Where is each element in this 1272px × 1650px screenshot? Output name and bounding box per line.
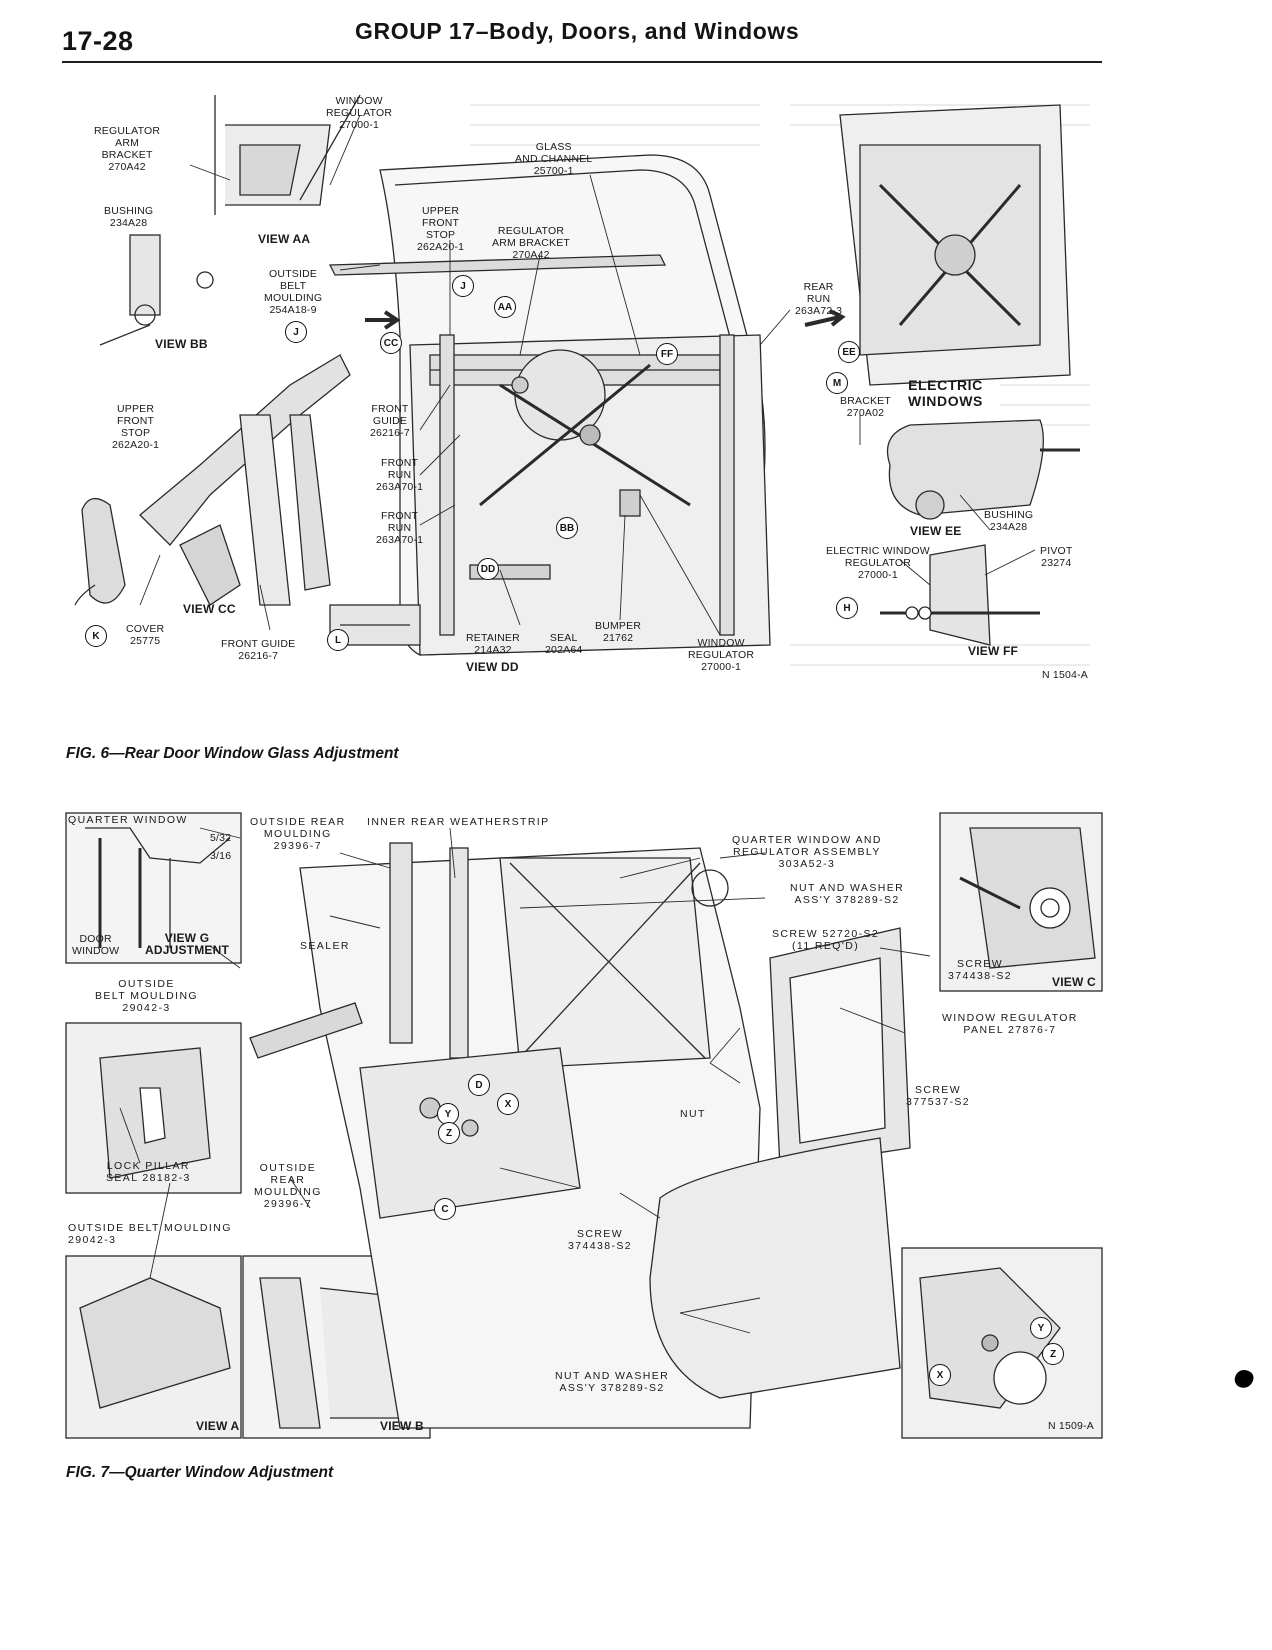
page-header: 17-28 GROUP 17–Body, Doors, and Windows: [0, 0, 1272, 70]
label-cover: COVER 25775: [126, 623, 165, 647]
label-upper-front-stop-center: UPPER FRONT STOP 262A20-1: [417, 205, 465, 253]
label-screw-52720: SCREW 52720-S2 (11 REQ'D): [772, 928, 880, 952]
figure-7-illustration: [65, 812, 1103, 1439]
callout-bb: BB: [556, 517, 578, 539]
label-inner-rear-weatherstrip: INNER REAR WEATHERSTRIP: [367, 816, 550, 828]
callout-dd: DD: [477, 558, 499, 580]
label-front-run-1: FRONT RUN 263A70-1: [376, 457, 424, 493]
callout-l: L: [327, 629, 349, 651]
callout-j: J: [452, 275, 474, 297]
label-nut: NUT: [680, 1108, 706, 1120]
callout-cc: CC: [380, 332, 402, 354]
label-screw-374438-center: SCREW 374438-S2: [568, 1228, 632, 1252]
label-electric-windows: ELECTRIC WINDOWS: [908, 377, 983, 409]
figure-6-diagram: WINDOW REGULATOR 27000-1 REGULATOR ARM B…: [0, 85, 1272, 715]
label-bracket-right: BRACKET 270A02: [840, 395, 891, 419]
callout-ff: FF: [656, 343, 678, 365]
label-outside-rear-moulding-top: OUTSIDE REAR MOULDING 29396-7: [250, 816, 346, 852]
header-rule: [62, 61, 1102, 63]
page-number: 17-28: [62, 26, 134, 56]
label-pivot: PIVOT 23274: [1040, 545, 1073, 569]
label-upper-front-stop-left: UPPER FRONT STOP 262A20-1: [112, 403, 160, 451]
label-view-c: VIEW C: [1052, 975, 1096, 989]
label-quarter-window: QUARTER WINDOW: [68, 814, 188, 826]
label-view-dd: VIEW DD: [466, 660, 519, 674]
figure-7-diagram: QUARTER WINDOW 5/32 3/16 DOOR WINDOW VIE…: [0, 808, 1272, 1448]
callout-j-2: J: [285, 321, 307, 343]
figure-6-illustration: [74, 94, 1090, 666]
label-outside-belt-moulding: OUTSIDE BELT MOULDING 254A18-9: [264, 268, 323, 316]
label-window-regulator: WINDOW REGULATOR 27000-1: [326, 95, 393, 131]
label-seal: SEAL 202A64: [545, 632, 583, 656]
label-front-guide-bottom: FRONT GUIDE 26216-7: [221, 638, 296, 662]
label-bushing-left: BUSHING 234A28: [104, 205, 154, 229]
label-front-guide-center: FRONT GUIDE 26216-7: [370, 403, 410, 439]
label-regulator-arm-bracket-top: REGULATOR ARM BRACKET 270A42: [94, 125, 161, 173]
callout-m: M: [826, 372, 848, 394]
callout-y-2: Y: [1030, 1317, 1052, 1339]
figure-7-ref: N 1509-A: [1048, 1420, 1094, 1432]
callout-h: H: [836, 597, 858, 619]
label-window-regulator-bottom: WINDOW REGULATOR 27000-1: [688, 637, 755, 673]
label-window-regulator-panel: WINDOW REGULATOR PANEL 27876-7: [942, 1012, 1078, 1036]
callout-z-2: Z: [1042, 1343, 1064, 1365]
label-lock-pillar-seal: LOCK PILLAR SEAL 28182-3: [106, 1160, 191, 1184]
callout-ee: EE: [838, 341, 860, 363]
label-screw-374438-view-c: SCREW 374438-S2: [948, 958, 1012, 982]
label-outside-belt-moulding-bottom: OUTSIDE BELT MOULDING 29042-3: [68, 1222, 232, 1246]
callout-x-2: X: [929, 1364, 951, 1386]
label-door-window: DOOR WINDOW: [72, 933, 120, 957]
label-glass-and-channel: GLASS AND CHANNEL 25700-1: [515, 141, 593, 177]
callout-aa: AA: [494, 296, 516, 318]
label-front-run-2: FRONT RUN 263A70-1: [376, 510, 424, 546]
figure-7-caption: FIG. 7—Quarter Window Adjustment: [66, 1464, 334, 1481]
label-view-b: VIEW B: [380, 1419, 424, 1433]
label-sealer: SEALER: [300, 940, 350, 952]
label-view-cc: VIEW CC: [183, 602, 236, 616]
callout-x: X: [497, 1093, 519, 1115]
group-title: GROUP 17–Body, Doors, and Windows: [355, 18, 800, 44]
label-outside-rear-moulding-mid: OUTSIDE REAR MOULDING 29396-7: [254, 1162, 322, 1210]
label-electric-window-regulator: ELECTRIC WINDOW REGULATOR 27000-1: [826, 545, 930, 581]
label-retainer: RETAINER 214A32: [466, 632, 520, 656]
callout-k: K: [85, 625, 107, 647]
label-view-ee: VIEW EE: [910, 524, 962, 538]
label-bushing-right: BUSHING 234A28: [984, 509, 1034, 533]
label-dim-3-16: 3/16: [210, 850, 232, 862]
callout-z: Z: [438, 1122, 460, 1144]
label-view-a: VIEW A: [196, 1419, 240, 1433]
label-dim-5-32: 5/32: [210, 832, 232, 844]
figure-6-caption: FIG. 6—Rear Door Window Glass Adjustment: [66, 745, 399, 762]
callout-d: D: [468, 1074, 490, 1096]
label-nut-and-washer-top: NUT AND WASHER ASS'Y 378289-S2: [790, 882, 905, 906]
label-quarter-window-regulator-assembly: QUARTER WINDOW AND REGULATOR ASSEMBLY 30…: [732, 834, 882, 870]
label-regulator-arm-bracket-center: REGULATOR ARM BRACKET 270A42: [492, 225, 571, 261]
label-outside-belt-moulding-top: OUTSIDE BELT MOULDING 29042-3: [95, 978, 198, 1014]
label-screw-377537: SCREW 377537-S2: [906, 1084, 970, 1108]
label-view-g-adjustment: VIEW G ADJUSTMENT: [145, 931, 230, 957]
callout-c: C: [434, 1198, 456, 1220]
label-bumper: BUMPER 21762: [595, 620, 642, 644]
figure-6-ref: N 1504-A: [1042, 669, 1088, 681]
label-view-bb: VIEW BB: [155, 337, 208, 351]
label-rear-run: REAR RUN 263A72-3: [795, 281, 843, 317]
label-view-aa: VIEW AA: [258, 232, 311, 246]
label-nut-and-washer-bottom: NUT AND WASHER ASS'Y 378289-S2: [555, 1370, 670, 1394]
label-view-ff: VIEW FF: [968, 644, 1019, 658]
